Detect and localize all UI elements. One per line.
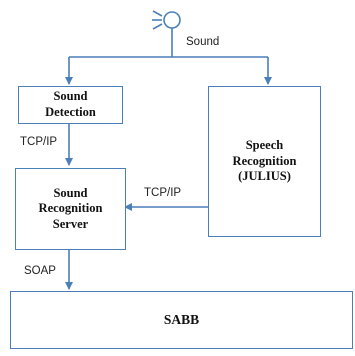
sound-recognition-server-box: Sound Recognition Server — [15, 168, 126, 250]
sabb-box: SABB — [10, 291, 353, 349]
microphone-icon — [152, 10, 181, 30]
tcpip-speech-label: TCP/IP — [144, 187, 182, 199]
sound-edge-label: Sound — [186, 36, 220, 48]
sabb-label: SABB — [163, 311, 200, 327]
sound-recognition-server-label: Sound Recognition Server — [38, 185, 103, 231]
sound-detection-label: Sound Detection — [45, 89, 96, 119]
speech-recognition-label: Speech Recognition (JULIUS) — [232, 138, 297, 184]
soap-edge-label: SOAP — [24, 265, 56, 277]
tcpip-detection-label: TCP/IP — [20, 136, 58, 148]
sound-detection-box: Sound Detection — [18, 86, 123, 124]
speech-recognition-box: Speech Recognition (JULIUS) — [208, 86, 321, 237]
